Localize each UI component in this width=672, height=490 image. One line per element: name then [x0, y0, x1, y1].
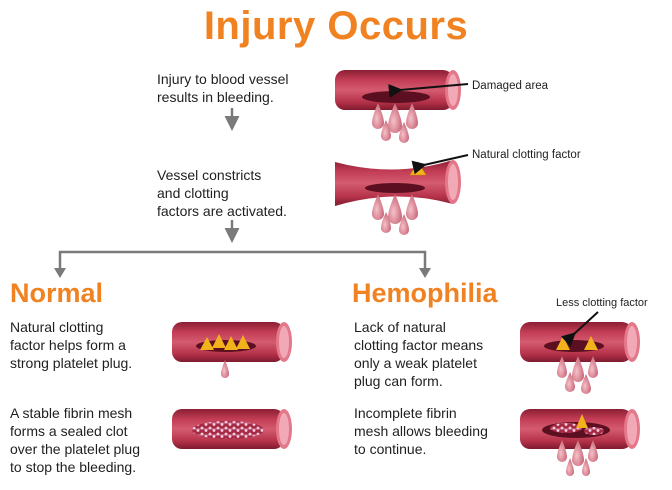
- vessel-normal-mesh: [172, 409, 292, 449]
- branch-connector: [60, 252, 425, 272]
- branch-arrow-normal: [54, 268, 66, 278]
- vessel-hemophilia-plug: [520, 312, 640, 362]
- vessel-hemophilia-mesh: [520, 409, 640, 449]
- blood-drops-constricted: [372, 194, 418, 235]
- vessel-normal-plug: [172, 322, 292, 378]
- vessel-constricted: [335, 155, 468, 206]
- blood-drops-injury: [372, 103, 418, 143]
- vessel-injury: [335, 70, 468, 110]
- blood-drops-hemophilia-plug: [557, 356, 598, 394]
- branch-arrow-hemophilia: [419, 268, 431, 278]
- blood-drops-hemophilia-mesh: [557, 440, 598, 476]
